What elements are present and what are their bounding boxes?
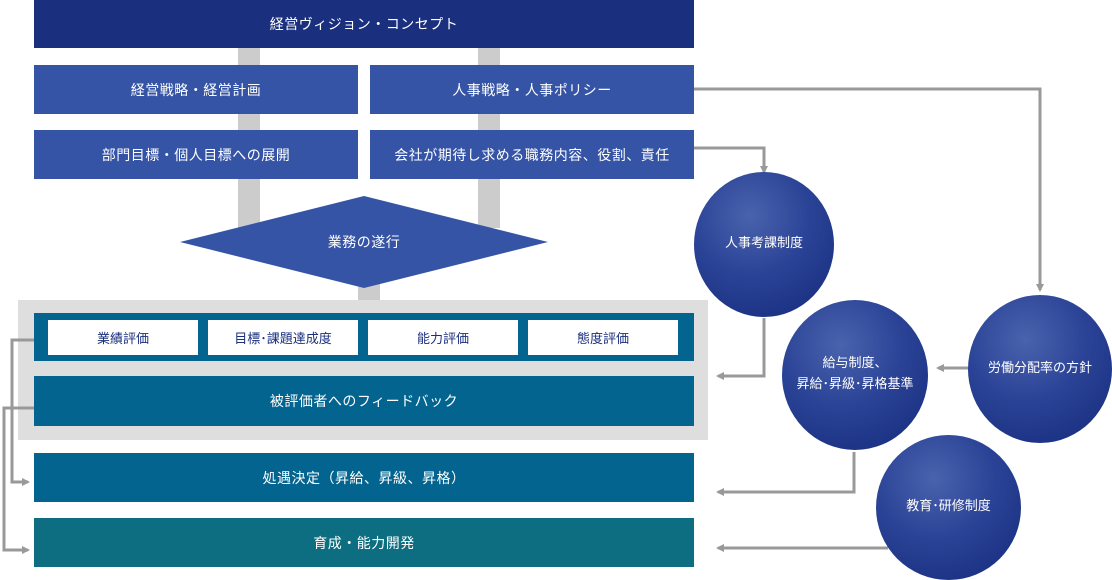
- roles-box: 会社が期待し求める職務内容、役割、責任: [370, 130, 694, 179]
- development-label: 育成・能力開発: [313, 535, 415, 552]
- appraisal-system-label: 人事考課制度: [724, 236, 803, 252]
- eval-ability-label: 能力評価: [416, 332, 469, 347]
- roles-label: 会社が期待し求める職務内容、役割、責任: [394, 147, 670, 164]
- execution-diamond: [180, 196, 548, 288]
- vision-label: 経営ヴィジョン・コンセプト: [269, 17, 459, 33]
- labor-policy-label: 労働分配率の方針: [987, 360, 1092, 376]
- execution-label-wrap: 業務の遂行: [264, 228, 464, 256]
- appraisal-system-circle: 人事考課制度: [694, 172, 834, 317]
- treatment-label: 処遇決定（昇給、昇級、昇格）: [262, 470, 466, 487]
- salary-system-line2: 昇給･昇級･昇格基準: [796, 377, 914, 392]
- connector-appraisal-to-panel: [716, 318, 766, 380]
- feedback-label: 被評価者へのフィードバック: [269, 394, 459, 410]
- training-system-label: 教育･研修制度: [906, 499, 991, 515]
- dept-goals-label: 部門目標・個人目標への展開: [101, 147, 291, 164]
- eval-attitude-chip: 態度評価: [528, 320, 678, 355]
- connector-hr-to-labor: [694, 87, 1044, 292]
- connector-roles-to-appraisal: [694, 146, 768, 174]
- salary-system-circle: 給与制度、 昇給･昇級･昇格基準: [782, 300, 928, 450]
- hr-strategy-box: 人事戦略・人事ポリシー: [370, 65, 694, 114]
- mgmt-strategy-box: 経営戦略・経営計画: [34, 65, 358, 114]
- hr-strategy-label: 人事戦略・人事ポリシー: [452, 82, 612, 99]
- vision-box: 経営ヴィジョン・コンセプト: [34, 0, 694, 48]
- connector-salary-to-treatment: [716, 452, 856, 496]
- eval-ability-chip: 能力評価: [368, 320, 518, 355]
- feedback-box: 被評価者へのフィードバック: [34, 376, 694, 426]
- eval-performance-label: 業績評価: [96, 332, 149, 347]
- eval-goal-chip: 目標･課題達成度: [208, 320, 358, 355]
- treatment-box: 処遇決定（昇給、昇級、昇格）: [34, 453, 694, 502]
- connector-eval-to-treatment: [10, 338, 34, 486]
- eval-goal-label: 目標･課題達成度: [234, 332, 332, 347]
- training-system-circle: 教育･研修制度: [876, 435, 1021, 580]
- salary-system-line1: 給与制度、: [822, 356, 888, 372]
- execution-label: 業務の遂行: [327, 235, 401, 251]
- connector-feedback-to-development: [2, 406, 34, 554]
- mgmt-strategy-label: 経営戦略・経営計画: [130, 82, 262, 99]
- eval-performance-chip: 業績評価: [48, 320, 198, 355]
- development-box: 育成・能力開発: [34, 518, 694, 567]
- labor-policy-circle: 労働分配率の方針: [968, 295, 1112, 443]
- eval-attitude-label: 態度評価: [576, 332, 629, 347]
- dept-goals-box: 部門目標・個人目標への展開: [34, 130, 358, 179]
